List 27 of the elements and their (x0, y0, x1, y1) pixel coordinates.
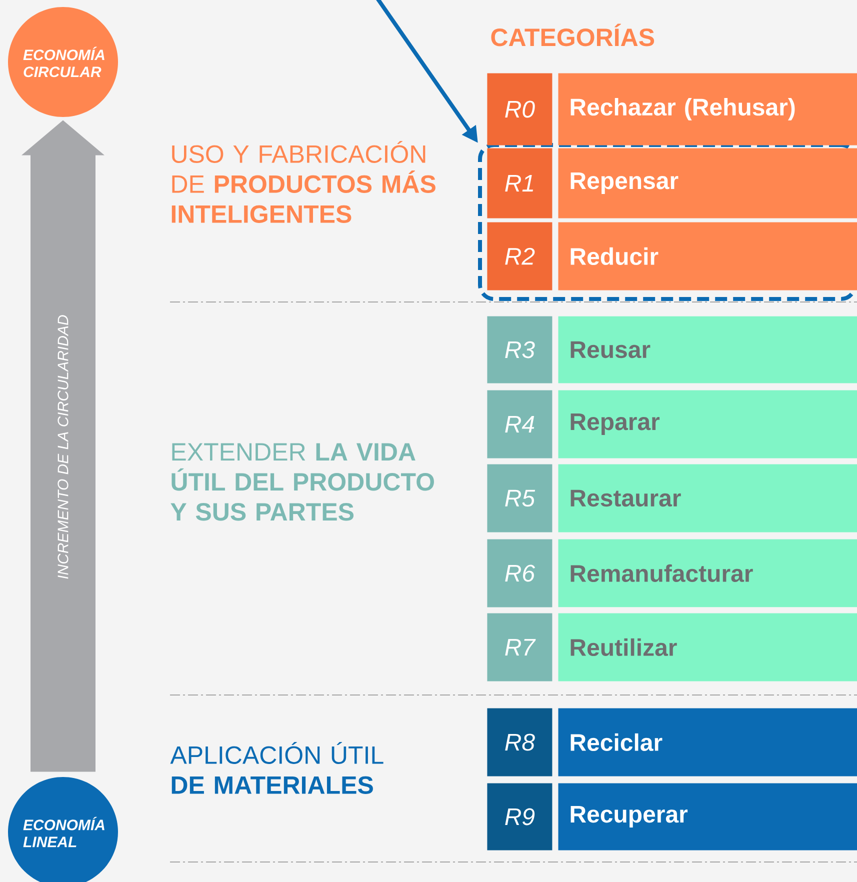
code-cell: R4 (487, 390, 552, 458)
heading: CATEGORÍAS (491, 24, 654, 46)
category-cell: Repensar (558, 148, 857, 218)
category-cell: Rechazar (Rehusar) (558, 73, 857, 146)
category-cell: Reparar (558, 390, 857, 458)
code-cell: R3 (487, 316, 552, 384)
group-label: APLICACIÓN ÚTIL DE MATERIALES (170, 742, 384, 794)
category-cell: Restaurar (558, 464, 857, 532)
edge-label: INCREMENTO DE LA CIRCULARIDAD (58, 315, 68, 579)
category-cell: Reusar (558, 316, 857, 384)
code-cell: R5 (487, 464, 552, 532)
group-label: EXTENDER LA VIDA ÚTIL DEL PRODUCTO Y SUS PARTES (170, 443, 434, 521)
category-cell: Recuperar (558, 783, 857, 850)
circle-label: ECONOMÍA LINEAL (8, 777, 118, 882)
circle-label: ECONOMÍA CIRCULAR (8, 7, 118, 117)
code-cell: R8 (487, 708, 552, 776)
code-cell: R0 (487, 73, 552, 146)
code-cell: R2 (487, 222, 552, 290)
code-cell: R9 (487, 783, 552, 850)
code-cell: R1 (487, 148, 552, 218)
code-cell: R7 (487, 613, 552, 682)
group-label: USO Y FABRICACIÓN DE PRODUCTOS MÁS INTELIGENTES (172, 141, 436, 223)
category-cell: Reducir (558, 222, 857, 290)
category-cell: Reciclar (558, 708, 857, 776)
code-cell: R6 (487, 539, 552, 608)
category-cell: Remanufacturar (558, 539, 857, 608)
category-cell: Reutilizar (558, 613, 857, 682)
